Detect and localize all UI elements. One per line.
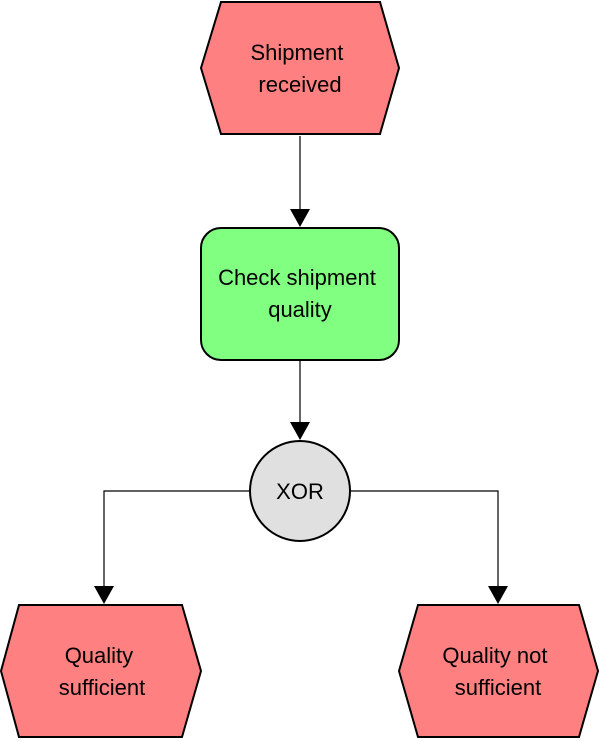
function-label-line-2: quality (268, 297, 332, 322)
event-hexagon (0, 604, 203, 738)
event-label-line-1: Shipment (250, 40, 343, 65)
svg-text:Shipment received: Shipment received (250, 40, 349, 97)
svg-text:Quality not sufficient: Quality not sufficient (442, 643, 553, 700)
xor-circle (249, 440, 351, 542)
event-label-line-2: sufficient (455, 675, 541, 700)
edge-xor-to-sufficient (103, 490, 249, 589)
function-rounded-rect (200, 227, 400, 361)
event-quality-not-sufficient[interactable]: Quality not sufficient (397, 604, 600, 738)
edges (94, 136, 508, 604)
event-label-line-2: sufficient (59, 675, 145, 700)
event-shipment-received[interactable]: Shipment received (199, 1, 401, 135)
edge-xor-to-not-sufficient (351, 490, 499, 589)
event-label-line-2: received (258, 72, 341, 97)
svg-text:Quality sufficient: Quality sufficient (59, 643, 145, 700)
event-quality-sufficient[interactable]: Quality sufficient (0, 604, 203, 738)
event-label-line-1: Quality not (442, 643, 547, 668)
xor-label: XOR (276, 479, 324, 504)
event-hexagon (199, 1, 401, 135)
event-label-line-1: Quality (65, 643, 133, 668)
svg-text:Check shipment quality: Check shipment quality (218, 265, 382, 322)
function-label-line-1: Check shipment (218, 265, 376, 290)
function-check-shipment-quality[interactable]: Check shipment quality (200, 227, 400, 361)
arrowhead-check (290, 209, 310, 227)
arrowhead-xor (290, 422, 310, 440)
xor-connector[interactable]: XOR (249, 440, 351, 542)
arrowhead-sufficient (94, 586, 114, 604)
arrowhead-not-sufficient (488, 586, 508, 604)
event-hexagon (397, 604, 600, 738)
